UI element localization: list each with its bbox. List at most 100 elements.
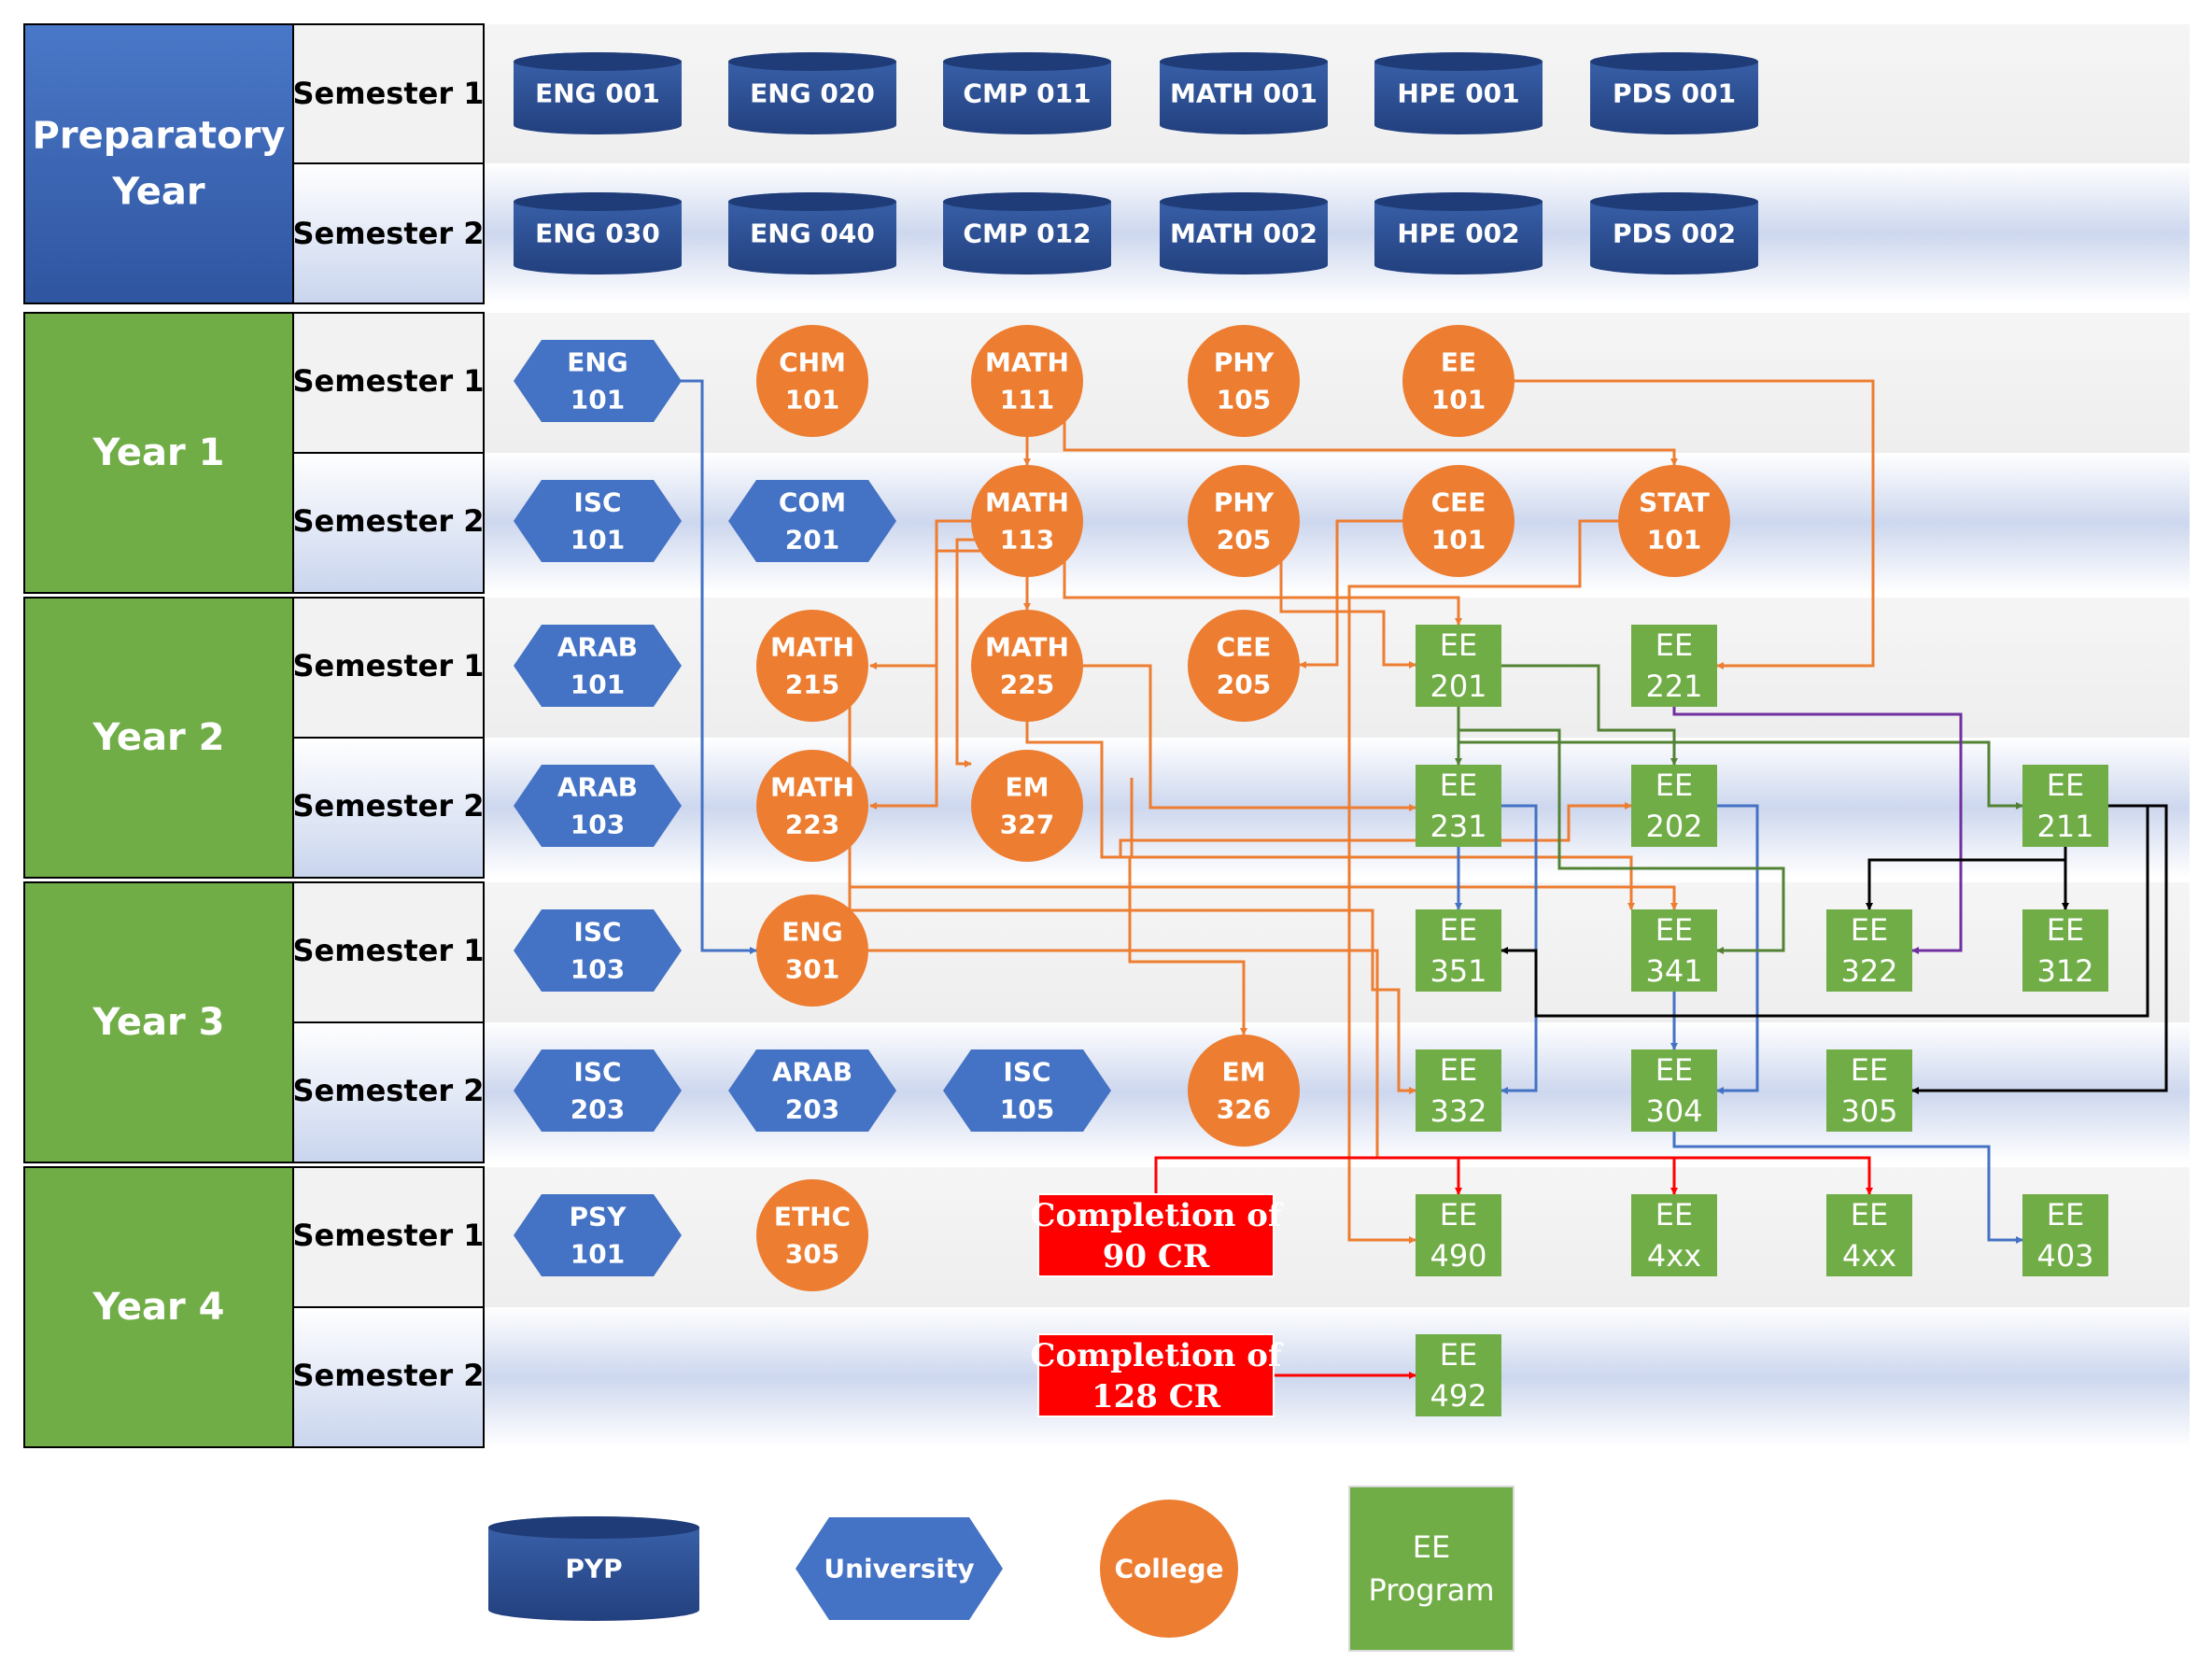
course-code: EE [2047,768,2084,803]
course-code: 105 [1217,385,1271,416]
legend-college: College [1100,1500,1238,1638]
course-hpe002[interactable]: HPE 002 [1374,192,1543,275]
course-cmp012[interactable]: CMP 012 [943,192,1111,275]
course-code: 231 [1430,809,1486,844]
semester-label-y2-1: Semester 1 [292,648,484,683]
course-code: PHY [1214,347,1275,378]
year-label-prep: Preparatory [33,115,286,158]
course-code: 490 [1430,1238,1486,1274]
course-code: 203 [785,1094,839,1125]
hexagon-shape [943,1049,1111,1132]
circle-shape [756,325,868,437]
course-code: 103 [571,810,625,840]
semester-cell-y2-1 [292,597,485,739]
course-code: MATH [985,347,1069,378]
course-phy105[interactable]: PHY 105 [1188,325,1300,437]
cylinder-shape [1374,192,1543,275]
course-code: 113 [1000,525,1054,556]
course-code: CMP 012 [963,218,1091,249]
course-math002[interactable]: MATH 002 [1160,192,1328,275]
cylinder-top [1374,192,1543,211]
cylinder-shape [1590,192,1758,275]
hexagon-shape [796,1517,1003,1620]
prerequisite-arrow [1866,847,2067,910]
hexagon-shape [514,1194,682,1276]
course-code: ARAB [772,1057,852,1088]
course-code: ISC [573,487,621,518]
course-code: ISC [573,917,621,948]
course-code: 223 [785,810,839,840]
course-code: 305 [785,1239,839,1270]
course-arab203[interactable]: ARAB 203 [728,1049,896,1132]
course-math001[interactable]: MATH 001 [1160,52,1328,134]
cylinder-shape [1160,52,1328,134]
circle-shape [971,465,1083,577]
circle-shape [1188,610,1300,722]
square-shape [1416,625,1501,707]
course-code: ISC [1003,1057,1050,1088]
completion-box [1037,1193,1275,1277]
semester-cell-y2-2 [292,737,485,879]
course-code: 101 [785,385,839,416]
semester-cell-prep-1 [292,23,485,165]
circle-shape [1618,465,1730,577]
course-eng040[interactable]: ENG 040 [728,192,896,275]
prerequisite-arrow [1119,802,1632,857]
course-eng030[interactable]: ENG 030 [514,192,682,275]
course-code: EE [1655,1052,1693,1088]
cylinder-shape [728,192,896,275]
course-code: EE [1440,627,1477,663]
course-code: EM [1006,772,1050,803]
course-eng001[interactable]: ENG 001 [514,52,682,134]
course-pds002[interactable]: PDS 002 [1590,192,1758,275]
course-hpe001[interactable]: HPE 001 [1374,52,1543,134]
course-cmp011[interactable]: CMP 011 [943,52,1111,134]
prerequisite-arrow [1063,409,1678,466]
course-eng020[interactable]: ENG 020 [728,52,896,134]
course-pds001[interactable]: PDS 001 [1590,52,1758,134]
